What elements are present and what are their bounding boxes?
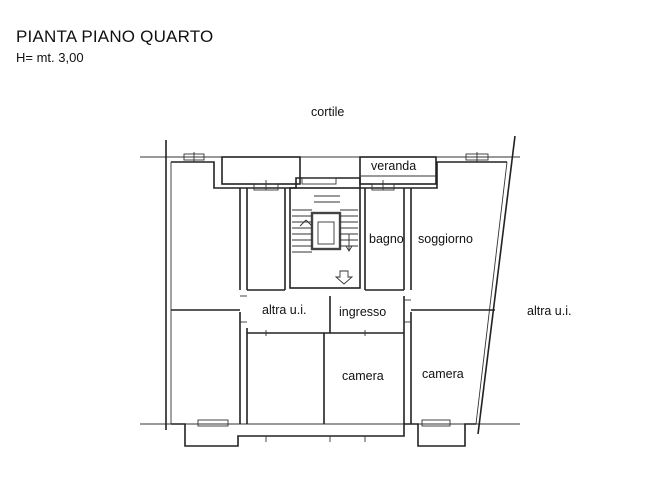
top-windows [183, 152, 489, 191]
label-camera-left: camera [342, 369, 384, 383]
elevator-shaft [310, 211, 342, 251]
building-outline [171, 156, 507, 189]
door-marks [240, 295, 411, 336]
stairwell [289, 187, 361, 289]
balcony-left [221, 156, 301, 185]
plan-title: PIANTA PIANO QUARTO [16, 27, 214, 46]
interior-walls [171, 187, 495, 424]
label-camera-right: camera [422, 367, 464, 381]
label-altra-ui-right: altra u.i. [527, 304, 571, 318]
label-cortile: cortile [311, 105, 344, 119]
label-soggiorno: soggiorno [418, 232, 473, 246]
bottom-outline [171, 419, 476, 447]
right-outer-wall [477, 135, 516, 435]
plan-height-note: H= mt. 3,00 [16, 50, 84, 65]
stair-steps [292, 195, 358, 253]
label-bagno: bagno [369, 232, 404, 246]
veranda-box [359, 156, 437, 185]
entrance-arrow [334, 270, 354, 285]
label-ingresso: ingresso [339, 305, 386, 319]
label-altra-ui-left: altra u.i. [262, 303, 306, 317]
label-veranda: veranda [371, 159, 416, 173]
right-inner-wall [475, 161, 508, 425]
